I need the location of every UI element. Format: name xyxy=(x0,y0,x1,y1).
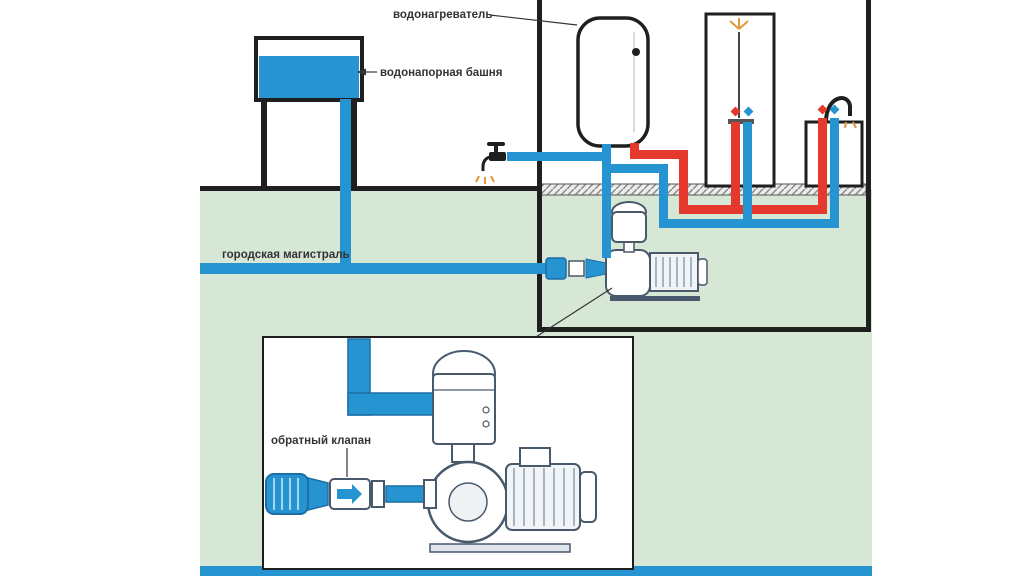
inset-union-fitting xyxy=(371,480,385,508)
inset-pump-motor xyxy=(505,463,581,531)
hot-sink-riser xyxy=(818,118,827,214)
cold-water-pipes xyxy=(507,118,839,258)
hot-run-basement xyxy=(679,205,827,214)
check-valve-arrow xyxy=(337,484,362,504)
tap-stem xyxy=(494,145,498,154)
shower-mixer xyxy=(728,119,754,124)
inset-motor-end-cap xyxy=(579,471,597,523)
tower-leg-left xyxy=(261,98,267,190)
label-city-main: городская магистраль xyxy=(222,249,350,261)
tap-body xyxy=(489,152,506,161)
water-heater xyxy=(576,16,650,148)
pump-feet xyxy=(610,296,700,301)
cold-run-upper xyxy=(602,164,668,173)
fitting-taper xyxy=(307,477,329,511)
pump-motor xyxy=(649,252,699,292)
pump-station xyxy=(545,201,708,301)
tower-downpipe xyxy=(340,99,351,269)
label-check-valve: обратный клапан xyxy=(271,435,371,447)
pump-inlet-union xyxy=(568,260,585,277)
building-wall-left xyxy=(537,0,542,332)
motor-fins xyxy=(655,257,692,287)
compression-fitting-ridges xyxy=(273,478,299,510)
heater-body xyxy=(576,16,650,148)
detail-inset xyxy=(262,336,634,570)
tap-drip-icon xyxy=(475,175,495,184)
bottom-water-line xyxy=(200,566,872,576)
pump-inlet-coupling xyxy=(545,257,567,280)
sink-drip-icon xyxy=(844,121,857,129)
inset-inlet-flange xyxy=(423,479,437,509)
inset-controller-port-2 xyxy=(482,420,490,428)
tap-handle xyxy=(487,142,505,146)
building-foundation xyxy=(537,327,871,332)
hot-water-pipes xyxy=(630,118,827,214)
compression-fitting xyxy=(265,473,309,515)
outdoor-tap xyxy=(475,142,506,184)
label-water-heater: водонагреватель xyxy=(393,9,492,21)
hot-heater-stub xyxy=(630,143,639,155)
inset-controller-port-1 xyxy=(482,406,490,414)
shower-cold-handle xyxy=(743,106,754,117)
pump-housing xyxy=(605,249,651,297)
ground-surface-line xyxy=(200,186,541,191)
sink-cold-handle xyxy=(829,104,840,115)
hot-drop xyxy=(679,150,688,214)
building-wall-right xyxy=(866,0,871,332)
hot-shower-riser xyxy=(731,122,740,214)
inset-pump-volute-inner xyxy=(448,482,488,522)
shower-hot-handle xyxy=(730,106,741,117)
inset-motor-fins xyxy=(513,468,575,526)
labels: водонагреватель водонапорная башня город… xyxy=(222,9,578,477)
cold-pump-riser xyxy=(602,144,611,258)
cold-tap-line xyxy=(507,152,607,161)
hot-run-upper xyxy=(630,150,688,159)
sink-faucet-spout xyxy=(824,96,852,123)
inset-pump-base xyxy=(429,543,571,553)
pressure-controller xyxy=(611,211,647,243)
cold-shower-riser xyxy=(743,122,752,228)
tower-leg-right xyxy=(351,98,357,190)
inset-suction-pipe xyxy=(385,485,429,503)
tap-spout xyxy=(481,155,491,171)
motor-end-cap xyxy=(697,258,708,286)
tower-water xyxy=(259,56,359,98)
cold-sink-riser xyxy=(830,118,839,228)
city-main-pipe xyxy=(200,263,552,274)
inset-terminal-box xyxy=(519,447,551,467)
inset-cold-pipe-elbow xyxy=(347,392,437,416)
label-water-tower: водонапорная башня xyxy=(380,67,502,79)
heater-knob xyxy=(632,48,640,56)
inset-controller-neck xyxy=(451,443,475,463)
cold-drop xyxy=(659,164,668,228)
shower-spray-icon xyxy=(729,18,749,30)
label-water-tower-arrowhead xyxy=(357,68,366,76)
label-water-heater-leader xyxy=(489,14,578,26)
sink-hot-handle xyxy=(817,104,828,115)
water-tower xyxy=(254,36,364,269)
